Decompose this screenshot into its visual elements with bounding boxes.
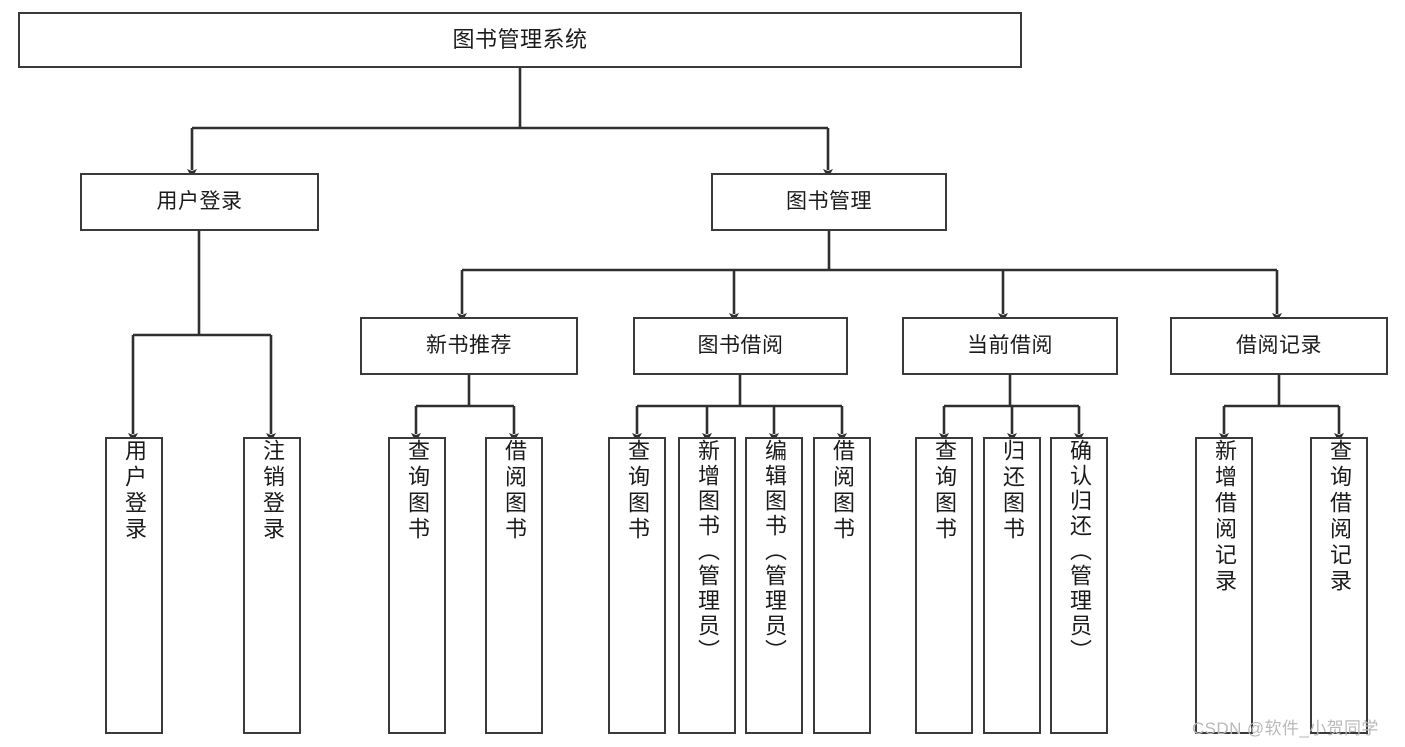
node-l-query-record[interactable]: 查询借阅记录 (1310, 437, 1368, 734)
node-n-current-borrow[interactable]: 当前借阅 (902, 317, 1118, 375)
node-label: 新增图书（管理员） (695, 439, 720, 664)
node-l-user-login[interactable]: 用户登录 (105, 437, 163, 734)
node-label: 新书推荐 (426, 333, 512, 357)
node-label: 借阅图书 (502, 439, 527, 543)
node-label: 图书借阅 (697, 333, 784, 357)
node-l-query-book-2[interactable]: 查询图书 (608, 437, 666, 734)
edge-paths (128, 68, 1344, 442)
node-l-user-logout[interactable]: 注销登录 (243, 437, 301, 734)
node-label: 归还图书 (1000, 439, 1025, 543)
node-l-query-book-3[interactable]: 查询图书 (915, 437, 973, 734)
node-label: 查询图书 (625, 439, 650, 543)
node-label: 图书管理 (786, 189, 872, 213)
node-n-user-login[interactable]: 用户登录 (80, 173, 319, 231)
node-n-new-book-rec[interactable]: 新书推荐 (360, 317, 578, 375)
node-n-book-borrow[interactable]: 图书借阅 (633, 317, 848, 375)
node-l-add-book[interactable]: 新增图书（管理员） (678, 437, 736, 734)
node-label: 用户登录 (122, 439, 147, 543)
node-l-borrow-book-1[interactable]: 借阅图书 (485, 437, 543, 734)
node-l-add-record[interactable]: 新增借阅记录 (1195, 437, 1253, 734)
node-label: 编辑图书（管理员） (762, 439, 787, 664)
node-label: 用户登录 (156, 189, 243, 213)
node-n-book-manage[interactable]: 图书管理 (711, 173, 947, 231)
node-n-borrow-record[interactable]: 借阅记录 (1170, 317, 1388, 375)
node-label: 借阅图书 (830, 439, 855, 543)
node-l-confirm-return[interactable]: 确认归还（管理员） (1050, 437, 1108, 734)
csdn-watermark: CSDN @软件_小贺同学 (1192, 719, 1379, 738)
node-root[interactable]: 图书管理系统 (18, 12, 1022, 68)
node-label: 注销登录 (260, 439, 285, 543)
node-l-edit-book[interactable]: 编辑图书（管理员） (745, 437, 803, 734)
node-label: 确认归还（管理员） (1067, 439, 1092, 664)
node-label: 借阅记录 (1236, 333, 1322, 357)
node-l-return-book[interactable]: 归还图书 (983, 437, 1041, 734)
node-label: 图书管理系统 (452, 27, 588, 53)
node-label: 查询图书 (405, 439, 430, 543)
node-label: 新增借阅记录 (1212, 439, 1237, 595)
node-l-borrow-book-2[interactable]: 借阅图书 (813, 437, 871, 734)
node-label: 当前借阅 (967, 333, 1053, 357)
node-label: 查询图书 (932, 439, 957, 543)
node-l-query-book-1[interactable]: 查询图书 (388, 437, 446, 734)
node-label: 查询借阅记录 (1327, 439, 1352, 595)
